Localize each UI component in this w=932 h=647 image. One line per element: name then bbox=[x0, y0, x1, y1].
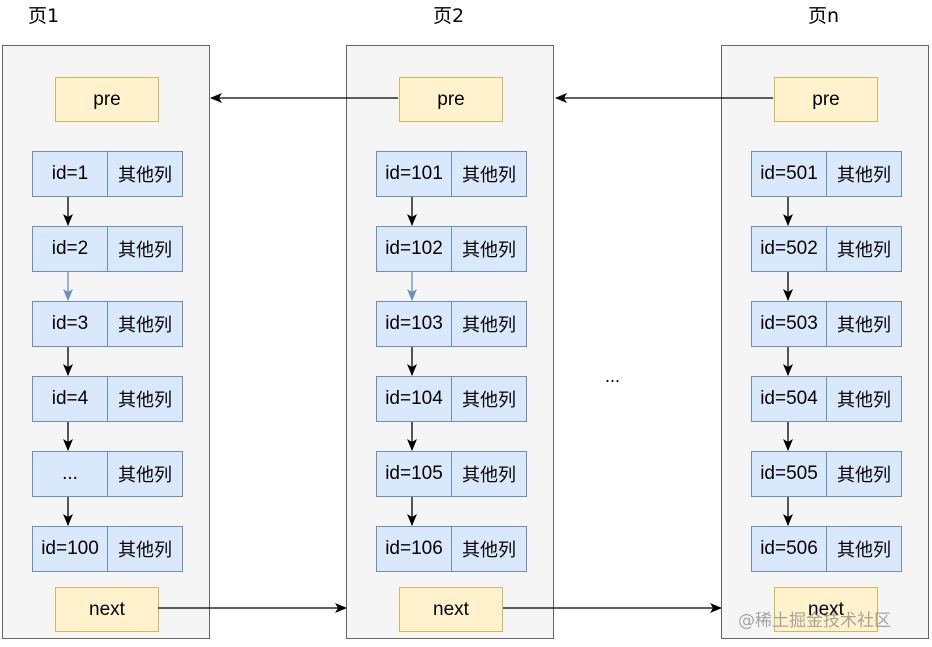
record-other-columns: 其他列 bbox=[451, 526, 527, 572]
record-row: id=4 其他列 bbox=[32, 376, 183, 422]
record-other-columns: 其他列 bbox=[826, 151, 902, 197]
record-other-columns: 其他列 bbox=[451, 376, 527, 422]
record-other-columns: 其他列 bbox=[107, 301, 183, 347]
pre-pointer: pre bbox=[399, 77, 503, 122]
record-id: id=106 bbox=[376, 526, 452, 572]
record-id: id=3 bbox=[32, 301, 108, 347]
record-other-columns: 其他列 bbox=[826, 451, 902, 497]
record-other-columns: 其他列 bbox=[451, 451, 527, 497]
record-id: id=105 bbox=[376, 451, 452, 497]
record-other-columns: 其他列 bbox=[826, 301, 902, 347]
pre-pointer: pre bbox=[774, 77, 878, 122]
record-other-columns: 其他列 bbox=[451, 151, 527, 197]
next-pointer: next bbox=[774, 587, 878, 632]
page-1: pre id=1 其他列 id=2 其他列 id=3 其他列 id=4 其他列 … bbox=[2, 45, 210, 639]
record-row: id=105 其他列 bbox=[376, 451, 527, 497]
record-id: id=502 bbox=[751, 226, 827, 272]
record-row: id=3 其他列 bbox=[32, 301, 183, 347]
record-row: id=506 其他列 bbox=[751, 526, 902, 572]
record-other-columns: 其他列 bbox=[107, 151, 183, 197]
record-row: id=106 其他列 bbox=[376, 526, 527, 572]
record-other-columns: 其他列 bbox=[107, 451, 183, 497]
record-row: id=101 其他列 bbox=[376, 151, 527, 197]
record-id: id=103 bbox=[376, 301, 452, 347]
record-row: id=102 其他列 bbox=[376, 226, 527, 272]
record-row: id=503 其他列 bbox=[751, 301, 902, 347]
record-row: id=2 其他列 bbox=[32, 226, 183, 272]
record-id: id=4 bbox=[32, 376, 108, 422]
record-row: id=505 其他列 bbox=[751, 451, 902, 497]
record-other-columns: 其他列 bbox=[107, 526, 183, 572]
record-other-columns: 其他列 bbox=[107, 226, 183, 272]
record-other-columns: 其他列 bbox=[826, 376, 902, 422]
record-id: id=506 bbox=[751, 526, 827, 572]
record-row: id=100 其他列 bbox=[32, 526, 183, 572]
record-id: id=503 bbox=[751, 301, 827, 347]
record-id: id=505 bbox=[751, 451, 827, 497]
record-other-columns: 其他列 bbox=[107, 376, 183, 422]
record-id: id=2 bbox=[32, 226, 108, 272]
record-id: id=501 bbox=[751, 151, 827, 197]
watermark: @稀土掘金技术社区 bbox=[738, 611, 891, 631]
page-title-1: 页1 bbox=[28, 5, 60, 27]
record-other-columns: 其他列 bbox=[451, 226, 527, 272]
record-other-columns: 其他列 bbox=[826, 526, 902, 572]
record-row: id=501 其他列 bbox=[751, 151, 902, 197]
record-row: id=504 其他列 bbox=[751, 376, 902, 422]
record-id: id=504 bbox=[751, 376, 827, 422]
ellipsis-between-pages: ... bbox=[605, 366, 621, 386]
page-2: pre id=101 其他列 id=102 其他列 id=103 其他列 id=… bbox=[346, 45, 554, 639]
page-title-n: 页n bbox=[808, 5, 840, 27]
record-id: id=100 bbox=[32, 526, 108, 572]
record-id: ... bbox=[32, 451, 108, 497]
record-id: id=104 bbox=[376, 376, 452, 422]
page-n: pre id=501 其他列 id=502 其他列 id=503 其他列 id=… bbox=[721, 45, 929, 639]
record-other-columns: 其他列 bbox=[451, 301, 527, 347]
record-row: id=502 其他列 bbox=[751, 226, 902, 272]
record-row: id=103 其他列 bbox=[376, 301, 527, 347]
page-title-2: 页2 bbox=[433, 5, 465, 27]
next-pointer: next bbox=[55, 587, 159, 632]
next-pointer: next bbox=[399, 587, 503, 632]
record-row: ... 其他列 bbox=[32, 451, 183, 497]
pre-pointer: pre bbox=[55, 77, 159, 122]
record-id: id=101 bbox=[376, 151, 452, 197]
record-row: id=1 其他列 bbox=[32, 151, 183, 197]
record-row: id=104 其他列 bbox=[376, 376, 527, 422]
record-other-columns: 其他列 bbox=[826, 226, 902, 272]
record-id: id=1 bbox=[32, 151, 108, 197]
